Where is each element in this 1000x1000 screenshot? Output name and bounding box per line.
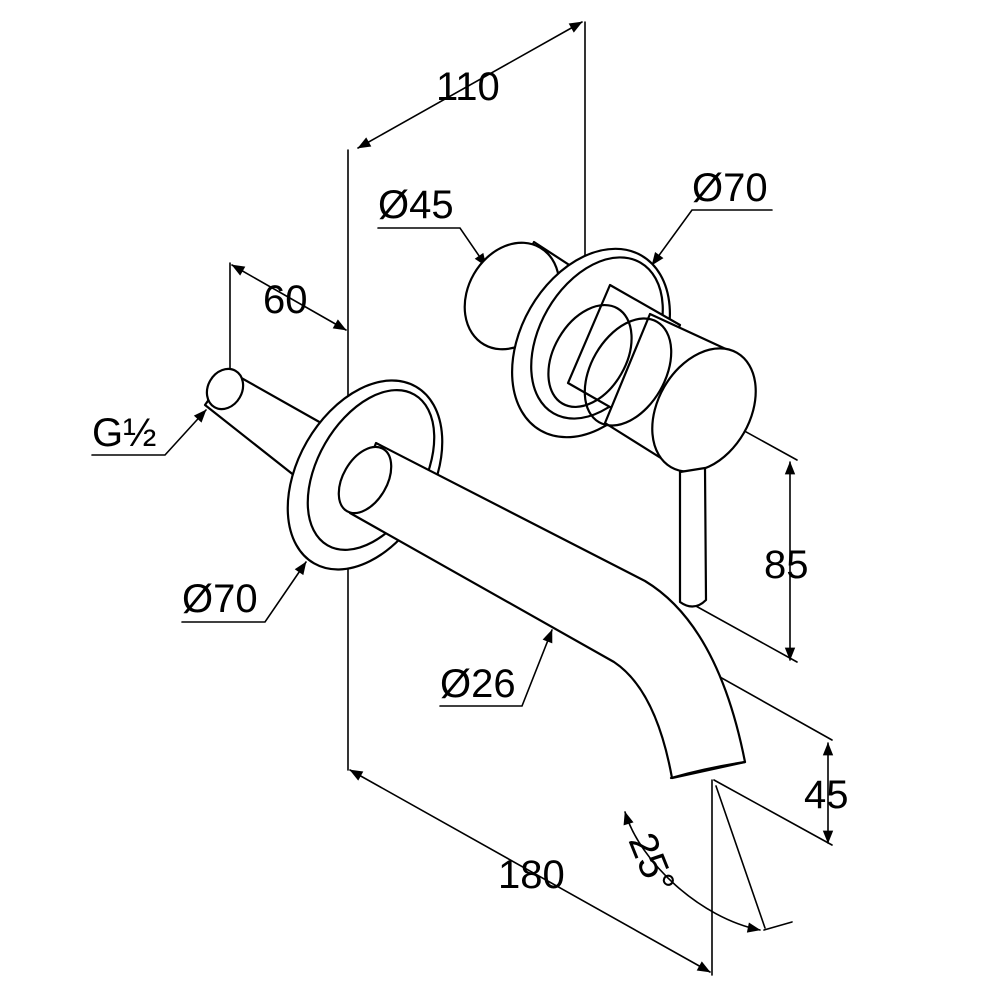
lever-bottom-extension [684,599,798,663]
leader-d45 [377,227,487,267]
spout-outlet-extension [713,779,833,846]
label-d45: Ø45 [378,183,454,227]
dimension-110-line [357,21,583,149]
label-45: 45 [804,773,849,817]
dimension-60-line [231,264,347,331]
label-110: 110 [436,65,500,109]
angle-ray-line [715,785,766,929]
spout [337,441,747,780]
leader-thread [91,409,207,456]
leader-d26 [439,629,553,707]
leader-d70-left [181,561,307,623]
label-d26: Ø26 [440,662,516,706]
label-85: 85 [764,543,809,587]
supply-pipe [203,367,332,482]
angle-25-arc [623,811,761,933]
angle-arc-tail [763,921,793,931]
label-60: 60 [263,278,308,322]
label-d70-top: Ø70 [692,166,768,210]
leader-d70-top [651,209,773,266]
dimension-180-line [349,769,711,973]
label-180: 180 [498,853,565,897]
label-angle-25: 25° [620,827,683,900]
mixer-body [463,240,757,608]
label-d70-left: Ø70 [182,577,258,621]
label-thread: G½ [92,411,156,455]
dimension-labels: 110 Ø45 Ø70 60 G½ Ø70 85 Ø26 45 25° 180 [92,65,849,899]
